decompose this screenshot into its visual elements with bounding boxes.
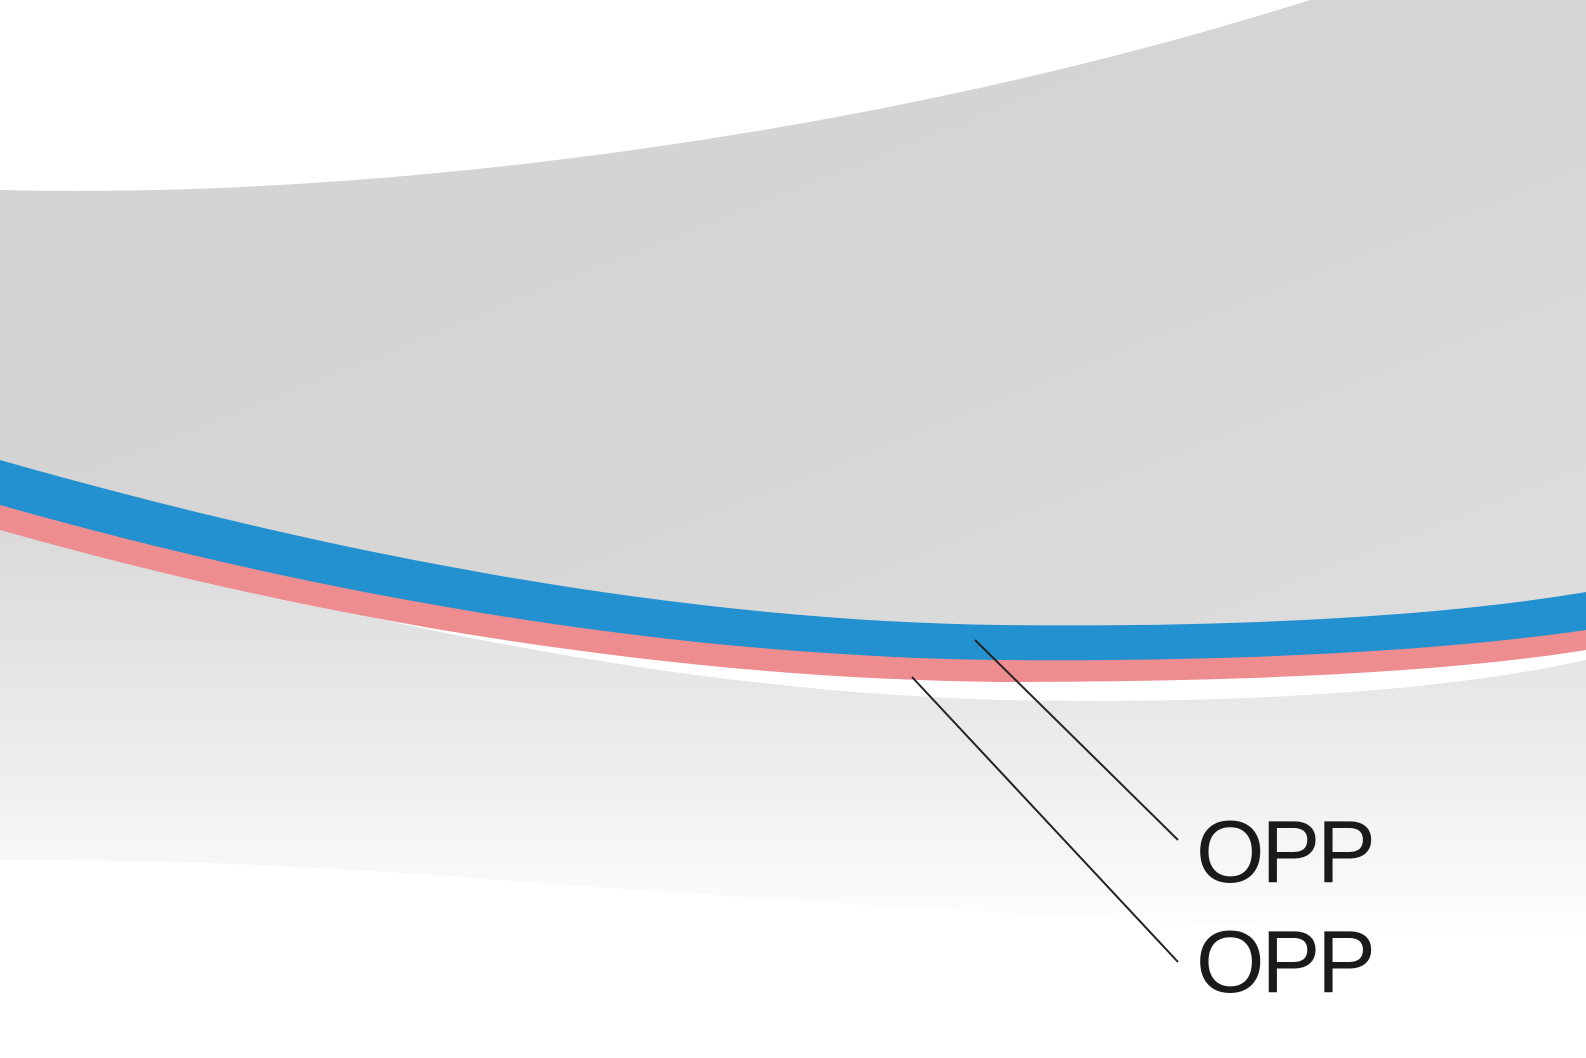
outer-layer-band: [0, 460, 1586, 661]
shadow-area: [0, 520, 1586, 940]
outer-layer-label: OPP: [1196, 802, 1376, 901]
inner-layer-label: OPP: [1196, 912, 1376, 1011]
inner-layer-leader-line: [911, 676, 1179, 963]
outer-layer-leader-line: [974, 639, 1179, 841]
inner-layer-band: [0, 500, 1586, 682]
material-body: [0, 0, 1586, 631]
